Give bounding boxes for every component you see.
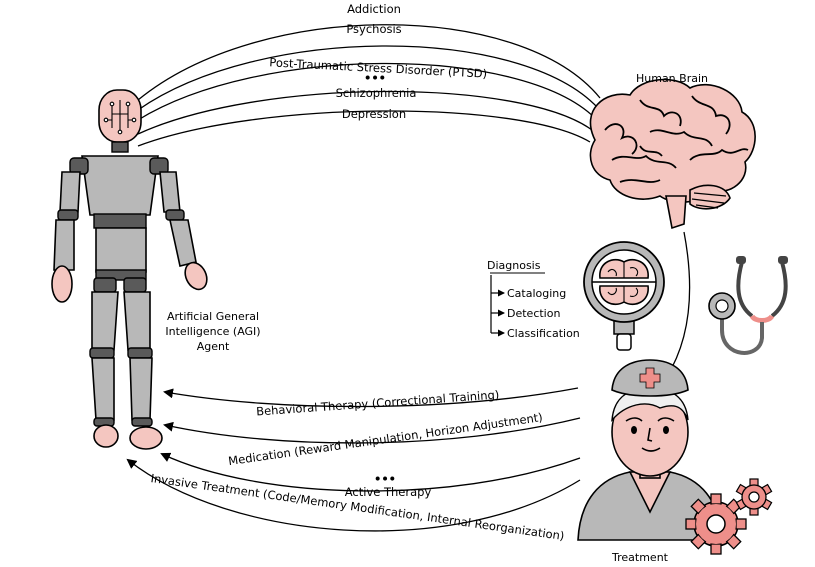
- label-active: Active Therapy: [345, 485, 432, 499]
- curve-medication: [163, 417, 581, 444]
- human-brain-icon: [589, 78, 756, 230]
- agent-label-line2: Intelligence (AGI): [165, 325, 260, 338]
- curve-schizophrenia: [137, 90, 593, 135]
- gear-icon: [685, 493, 747, 555]
- diagnosis-tree: Diagnosis Cataloging Detection Classific…: [487, 259, 580, 340]
- condition-curves: [137, 24, 601, 147]
- label-depression: Depression: [342, 107, 406, 121]
- agent-label-line3: Agent: [197, 340, 230, 353]
- brain-to-treatment-arrow: [664, 231, 691, 380]
- ellipsis-conditions: •••: [364, 71, 386, 85]
- brain-label: Human Brain: [636, 72, 708, 85]
- curve-psychosis: [137, 45, 599, 111]
- label-addiction: Addiction: [347, 2, 401, 16]
- diagnosis-item: Classification: [507, 327, 580, 340]
- curve-behavioral: [163, 387, 579, 408]
- label-invasive: Invasive Treatment (Code/Memory Modifica…: [150, 471, 565, 543]
- robot-agent-icon: [51, 89, 208, 450]
- magnifier-brain-icon: [583, 241, 665, 351]
- gear-icon: [735, 478, 773, 516]
- doctor-icon: [577, 359, 723, 541]
- label-behavioral: Behavioral Therapy (Correctional Trainin…: [256, 388, 500, 419]
- treatment-label: Treatment: [611, 551, 669, 564]
- curve-active: [160, 452, 581, 492]
- curve-ptsd: [137, 62, 596, 121]
- ellipsis-treatments: •••: [374, 472, 396, 486]
- curve-invasive: [126, 458, 581, 532]
- stethoscope-icon: [708, 256, 788, 355]
- diagnosis-title: Diagnosis: [487, 259, 541, 272]
- agent-label-line1: Artificial General: [167, 310, 259, 323]
- curve-addiction: [137, 24, 601, 101]
- label-schizophrenia: Schizophrenia: [336, 86, 417, 100]
- label-medication: Medication (Reward Manipulation, Horizon…: [227, 410, 543, 468]
- label-psychosis: Psychosis: [346, 22, 401, 36]
- curve-depression: [137, 110, 591, 147]
- diagnosis-item: Cataloging: [507, 287, 566, 300]
- treatment-curves: [126, 387, 581, 532]
- diagnosis-item: Detection: [507, 307, 560, 320]
